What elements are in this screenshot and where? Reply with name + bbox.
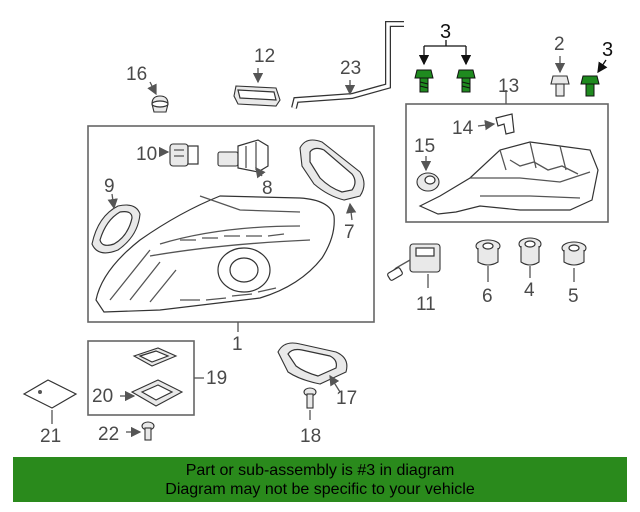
callout-3-primary: 3 bbox=[440, 21, 451, 43]
part-3-screw-left[interactable] bbox=[414, 69, 434, 93]
callout-6: 6 bbox=[482, 286, 493, 307]
part-22-screw[interactable] bbox=[141, 421, 155, 441]
callout-19: 19 bbox=[206, 368, 227, 389]
part-10-bulb[interactable] bbox=[169, 143, 199, 167]
callout-16: 16 bbox=[126, 64, 147, 85]
info-banner: Part or sub-assembly is #3 in diagram Di… bbox=[13, 457, 627, 502]
part-9-lens[interactable] bbox=[91, 204, 141, 254]
part-2-bolt[interactable] bbox=[550, 75, 570, 97]
banner-line-2: Diagram may not be specific to your vehi… bbox=[165, 481, 475, 498]
part-15-nut[interactable] bbox=[416, 172, 440, 192]
part-11-xenon-bulb[interactable] bbox=[387, 243, 441, 281]
part-3-screw-right[interactable] bbox=[580, 75, 600, 97]
part-16-grommet[interactable] bbox=[151, 95, 169, 113]
part-12-cover[interactable] bbox=[233, 85, 281, 107]
callout-14: 14 bbox=[452, 118, 474, 139]
callout-18: 18 bbox=[300, 426, 321, 447]
part-23-hose[interactable] bbox=[291, 21, 404, 109]
part-21-label[interactable] bbox=[22, 379, 78, 409]
callout-20: 20 bbox=[92, 386, 113, 407]
callout-13: 13 bbox=[498, 76, 519, 97]
banner-line-1: Part or sub-assembly is #3 in diagram bbox=[185, 462, 455, 479]
part-7-bezel[interactable] bbox=[299, 139, 365, 201]
part-20-seal[interactable] bbox=[130, 379, 184, 407]
callout-22: 22 bbox=[98, 424, 119, 445]
callout-17: 17 bbox=[336, 388, 357, 409]
part-8-socket[interactable] bbox=[217, 139, 269, 173]
callout-1: 1 bbox=[232, 334, 243, 355]
callout-23: 23 bbox=[340, 58, 361, 79]
bracket-assembly-box bbox=[405, 103, 609, 223]
callout-3-secondary: 3 bbox=[602, 39, 613, 61]
part-18-screw[interactable] bbox=[303, 387, 317, 409]
part-17-cover[interactable] bbox=[277, 342, 348, 385]
callout-11: 11 bbox=[416, 294, 436, 315]
part-19-cap[interactable] bbox=[132, 347, 178, 367]
callout-4: 4 bbox=[524, 280, 535, 301]
callout-10: 10 bbox=[136, 144, 157, 165]
callout-7: 7 bbox=[344, 222, 355, 243]
headlamp-assembly-box bbox=[87, 125, 375, 323]
callout-12: 12 bbox=[254, 46, 275, 67]
callout-21: 21 bbox=[40, 426, 61, 447]
callout-9: 9 bbox=[104, 176, 115, 197]
callout-15: 15 bbox=[414, 136, 435, 157]
part-14-clip[interactable] bbox=[495, 113, 515, 135]
part-6-grommet[interactable] bbox=[475, 239, 501, 266]
part-5-grommet[interactable] bbox=[561, 241, 587, 266]
part-4-grommet[interactable] bbox=[518, 237, 542, 266]
part-3-screw-middle[interactable] bbox=[456, 69, 476, 93]
callout-5: 5 bbox=[568, 286, 579, 307]
parts-diagram: 16 12 23 3 3 2 13 bbox=[22, 21, 613, 447]
callout-2: 2 bbox=[554, 34, 565, 55]
part-1-headlamp[interactable] bbox=[95, 195, 335, 313]
part-13-bracket[interactable] bbox=[418, 141, 599, 215]
callout-8: 8 bbox=[262, 178, 273, 199]
